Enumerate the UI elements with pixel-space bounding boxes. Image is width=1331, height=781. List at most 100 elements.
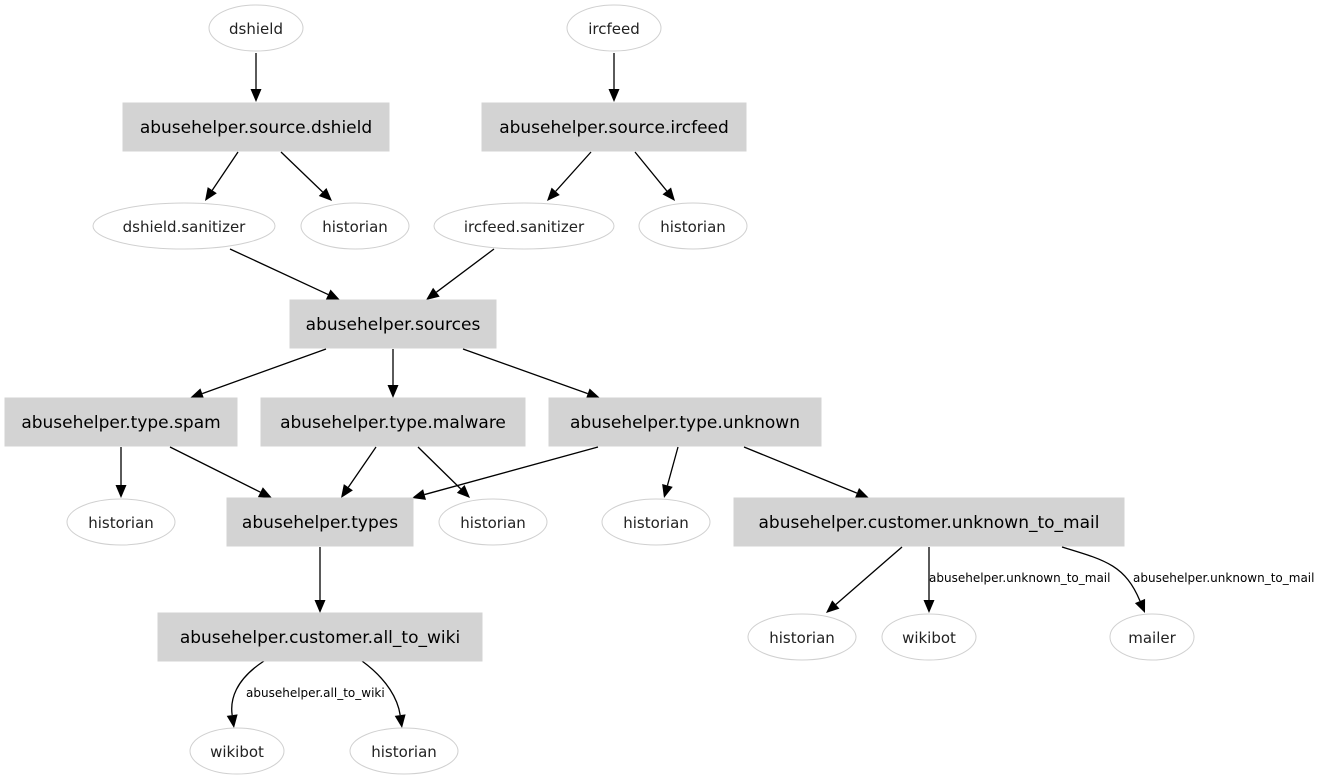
endpoint-node-hist-1: historian <box>300 202 410 250</box>
node-label: wikibot <box>210 743 264 761</box>
edge-type_spam-to-hist_3 <box>115 447 127 498</box>
edge-line <box>1061 546 1141 602</box>
edge-sources-to-type_malware <box>387 349 399 398</box>
endpoint-node-hist-4: historian <box>438 498 548 546</box>
edge-line <box>462 348 588 395</box>
edge-line <box>634 151 668 192</box>
endpoint-node-wikibot-2: wikibot <box>189 727 285 775</box>
node-label: abusehelper.customer.all_to_wiki <box>180 628 460 648</box>
component-node-type-unknown: abusehelper.type.unknown <box>548 397 822 447</box>
edge-label: abusehelper.all_to_wiki <box>246 686 385 700</box>
arrowhead <box>190 388 205 399</box>
edge-line <box>361 660 401 716</box>
node-label: ircfeed.sanitizer <box>464 218 585 236</box>
node-label: historian <box>371 743 437 761</box>
arrowhead <box>341 484 353 498</box>
component-node-sources: abusehelper.sources <box>289 299 497 349</box>
edge-line <box>555 151 592 192</box>
arrowhead <box>923 600 935 613</box>
edge-line <box>835 546 903 605</box>
arrowhead <box>387 385 399 398</box>
node-label: dshield <box>229 20 283 38</box>
edge-type_malware-to-types <box>341 446 377 498</box>
node-box <box>4 397 238 447</box>
edge-ircfeed_san-to-sources <box>426 248 495 300</box>
endpoint-node-ircfeed-san: ircfeed.sanitizer <box>433 202 615 250</box>
node-label: abusehelper.types <box>242 513 398 533</box>
edge-layer: abusehelper.unknown_to_mail abusehelper.u… <box>115 53 1314 728</box>
node-label: abusehelper.type.spam <box>21 413 220 433</box>
edge-cust_wiki-to-hist_7: abusehelper.all_to_wiki <box>246 660 406 728</box>
component-node-src-dshield: abusehelper.source.dshield <box>122 102 390 152</box>
endpoint-node-hist-6: historian <box>747 613 857 661</box>
node-ellipse <box>601 498 711 546</box>
endpoint-node-mailer: mailer <box>1109 613 1195 661</box>
arrowhead <box>585 388 600 399</box>
node-label: ircfeed <box>588 20 640 38</box>
edge-sources-to-type_unknown <box>462 348 600 399</box>
node-box <box>122 102 390 152</box>
node-label: wikibot <box>902 629 956 647</box>
node-box <box>157 612 483 662</box>
node-label: abusehelper.customer.unknown_to_mail <box>759 513 1100 533</box>
component-node-type-spam: abusehelper.type.spam <box>4 397 238 447</box>
arrowhead <box>314 600 326 613</box>
edge-line <box>743 446 858 494</box>
edge-types-to-cust_wiki <box>314 547 326 613</box>
endpoint-node-dshield-san: dshield.sanitizer <box>92 202 276 250</box>
endpoint-node-dshield: dshield <box>208 4 304 52</box>
node-label: historian <box>769 629 835 647</box>
arrowhead <box>412 489 426 500</box>
edge-line <box>202 348 327 395</box>
edge-line <box>169 446 261 493</box>
edge-ircfeed-to-src_ircfeed <box>608 53 620 102</box>
arrowhead <box>456 484 470 498</box>
node-ellipse <box>747 613 857 661</box>
arrowhead <box>826 600 840 613</box>
node-ellipse <box>300 202 410 250</box>
endpoint-node-ircfeed: ircfeed <box>566 4 662 52</box>
node-label: historian <box>322 218 388 236</box>
edge-line <box>417 446 462 490</box>
edge-src_ircfeed-to-ircfeed_san <box>547 151 592 201</box>
edge-sources-to-type_spam <box>190 348 327 399</box>
node-ellipse <box>638 202 748 250</box>
edge-line <box>436 248 495 293</box>
edge-line <box>424 446 599 496</box>
node-ellipse <box>881 613 977 661</box>
component-node-cust-unknown: abusehelper.customer.unknown_to_mail <box>733 497 1125 547</box>
edge-type_unknown-to-hist_5 <box>662 446 679 498</box>
node-ellipse <box>66 498 176 546</box>
edge-label: abusehelper.unknown_to_mail <box>1133 571 1314 585</box>
edge-line <box>280 151 324 193</box>
node-ellipse <box>349 727 459 775</box>
edge-dshield-to-src_dshield <box>250 53 262 102</box>
edge-cust_unknown-to-wikibot_1: abusehelper.unknown_to_mail <box>923 547 1110 613</box>
node-ellipse <box>208 4 304 52</box>
edge-cust_unknown-to-mailer: abusehelper.unknown_to_mail <box>1061 546 1314 613</box>
arrowhead <box>547 187 560 201</box>
component-node-src-ircfeed: abusehelper.source.ircfeed <box>481 102 747 152</box>
component-node-cust-wiki: abusehelper.customer.all_to_wiki <box>157 612 483 662</box>
node-label: historian <box>88 514 154 532</box>
edge-line <box>231 660 265 716</box>
edge-type_unknown-to-cust_unknown <box>743 446 869 499</box>
edge-label: abusehelper.unknown_to_mail <box>929 571 1110 585</box>
edge-line <box>347 446 377 488</box>
edge-line <box>211 151 239 191</box>
arrowhead <box>250 89 262 102</box>
node-label: abusehelper.source.ircfeed <box>499 118 729 138</box>
endpoint-node-hist-7: historian <box>349 727 459 775</box>
node-box <box>481 102 747 152</box>
arrowhead <box>205 187 217 201</box>
node-box <box>548 397 822 447</box>
node-label: historian <box>460 514 526 532</box>
arrowhead <box>394 714 406 728</box>
arrowhead <box>325 289 340 300</box>
node-box <box>289 299 497 349</box>
edge-type_unknown-to-types <box>412 446 599 500</box>
endpoint-node-hist-2: historian <box>638 202 748 250</box>
node-label: dshield.sanitizer <box>123 218 247 236</box>
node-label: mailer <box>1128 629 1176 647</box>
